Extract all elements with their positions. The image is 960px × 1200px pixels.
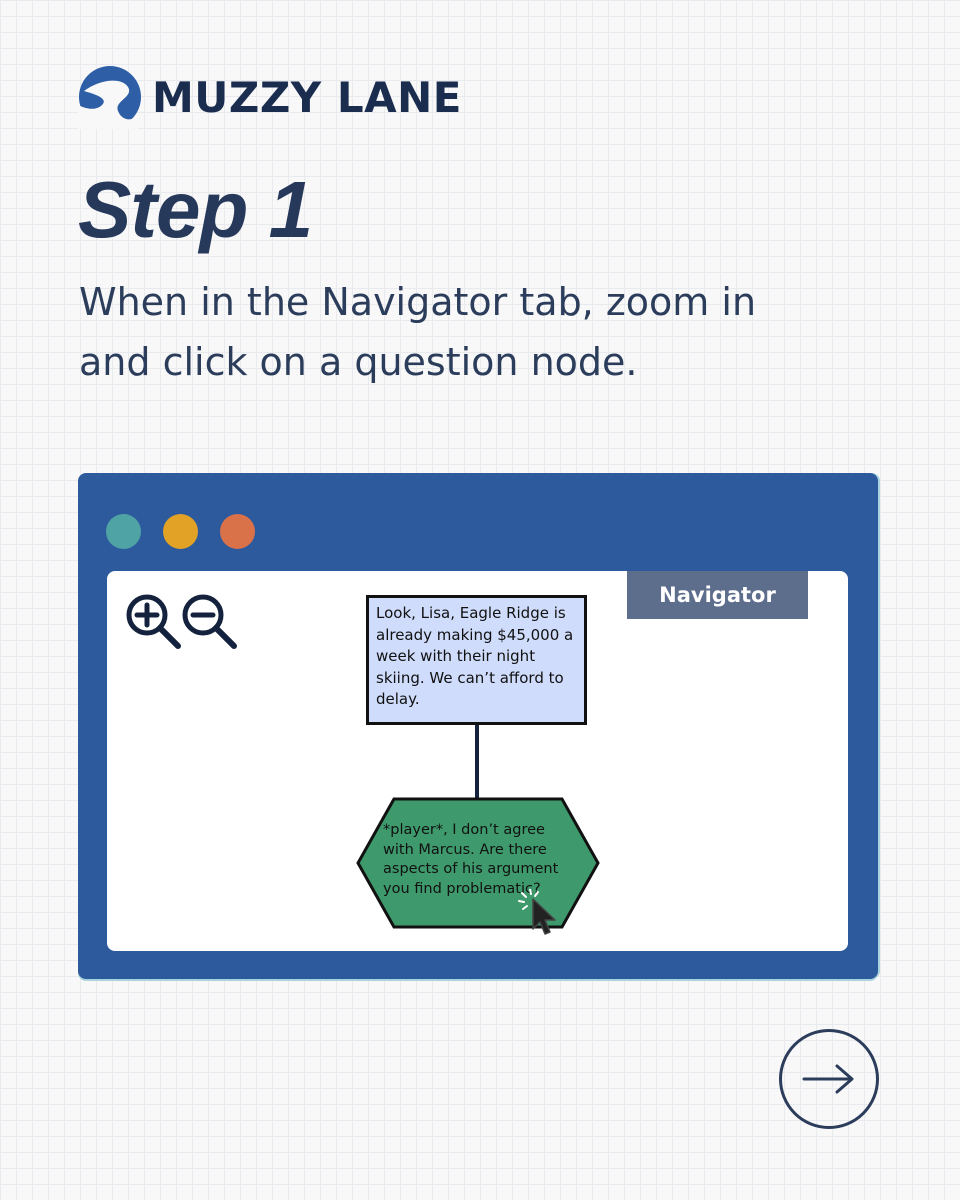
window-dot-orange[interactable] [220,514,255,549]
app-window: Navigator Look, Lisa, Eagle Ridge is alr… [78,473,878,979]
arrow-right-icon [802,1064,854,1094]
statement-node-text: Look, Lisa, Eagle Ridge is already makin… [376,604,574,708]
next-button[interactable] [779,1029,879,1129]
step-title: Step 1 [78,165,313,254]
navigator-canvas[interactable]: Navigator Look, Lisa, Eagle Ridge is alr… [107,571,848,951]
step-instruction: When in the Navigator tab, zoom in and c… [79,280,757,384]
question-node-text: *player*, I don’t agree with Marcus. Are… [383,822,559,897]
tab-navigator-label: Navigator [659,583,776,607]
node-connector [475,725,479,801]
brand-name: MUZZY LANE [152,72,462,122]
brand: MUZZY LANE [78,64,462,130]
zoom-out-icon[interactable] [179,591,239,651]
window-dot-yellow[interactable] [163,514,198,549]
statement-node[interactable]: Look, Lisa, Eagle Ridge is already makin… [366,595,587,725]
muzzy-lane-logo-icon [78,66,141,129]
window-dot-teal[interactable] [106,514,141,549]
zoom-in-icon[interactable] [123,591,183,651]
tab-navigator[interactable]: Navigator [627,571,808,619]
